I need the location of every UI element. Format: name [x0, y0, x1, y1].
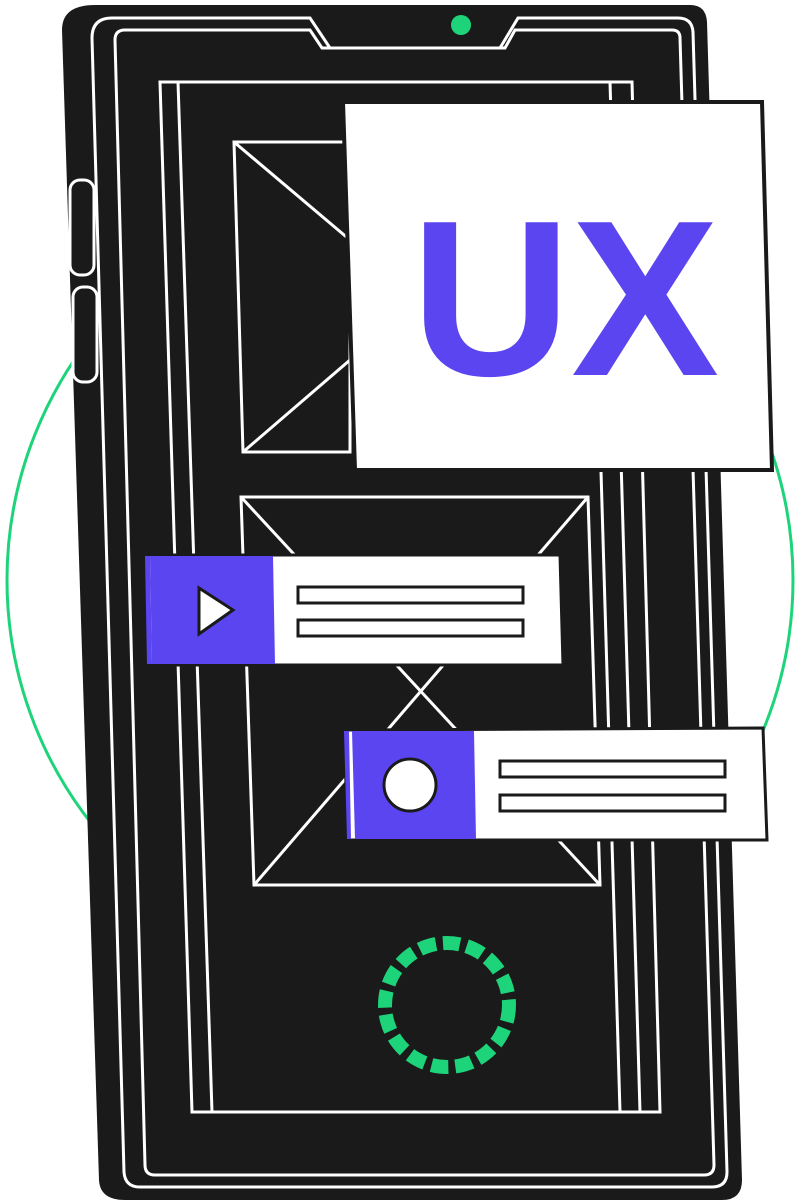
camera-dot-icon	[451, 15, 471, 35]
ux-card: UX	[340, 100, 775, 472]
volume-down-button[interactable]	[71, 285, 99, 384]
text-line	[296, 618, 525, 638]
text-line	[498, 759, 727, 779]
phone-outline	[90, 16, 729, 1189]
screen-frame	[158, 80, 662, 1114]
text-line	[498, 793, 727, 813]
phone-inner-frame	[113, 28, 716, 1177]
text-line	[296, 585, 525, 605]
media-card-play[interactable]	[143, 553, 565, 667]
loading-ring-icon	[378, 936, 516, 1074]
ux-card-text: UX	[411, 175, 719, 423]
media-card-record[interactable]	[342, 726, 769, 842]
play-icon[interactable]	[197, 585, 236, 637]
volume-up-button[interactable]	[68, 178, 96, 277]
image-placeholder-top	[232, 140, 352, 454]
record-circle-icon[interactable]	[382, 757, 438, 813]
